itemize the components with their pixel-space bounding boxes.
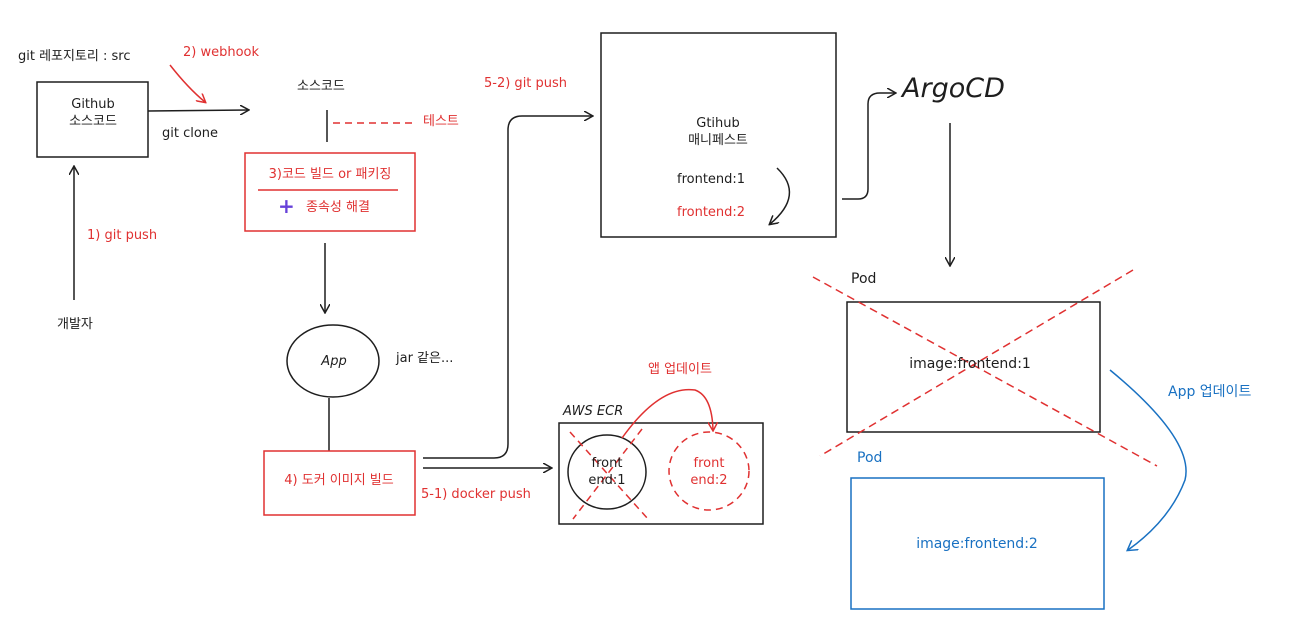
pod-old-cross-b (819, 269, 1134, 457)
ecr-image-old (567, 434, 647, 510)
git-clone-label: git clone (162, 126, 219, 141)
git-clone-arrow (147, 110, 248, 111)
app-update-label: 앱 업데이트 (648, 362, 712, 377)
docker-build-label: 4) 도커 이미지 빌드 (284, 473, 394, 488)
dependency-label: 종속성 해결 (306, 200, 370, 215)
aws-ecr-box (558, 422, 764, 525)
git-push-label: 1) git push (87, 228, 158, 243)
aws-ecr-label: AWS ECR (563, 404, 624, 419)
manifest-to-argocd-arrow (842, 93, 895, 200)
app-ellipse (286, 324, 380, 398)
pod-new-image: image:frontend:2 (916, 536, 1038, 552)
pod-old-label: Pod (851, 271, 877, 287)
app-update-blue-label: App 업데이트 (1168, 384, 1252, 400)
pod-old-cross-a (812, 276, 1158, 467)
manifest-box (600, 32, 837, 238)
ecr-old-cross-a (569, 431, 649, 520)
pod-update-arrow (1109, 369, 1187, 550)
ecr-old-line1: front (591, 456, 623, 471)
git-push-manifest-arrow (423, 116, 592, 459)
build-title: 3)코드 빌드 or 패키징 (268, 167, 392, 182)
manifest-frontend1: frontend:1 (677, 172, 746, 187)
github-box-title: Github (71, 97, 115, 112)
ecr-old-line2: end:1 (588, 473, 626, 488)
argocd-label: ArgoCD (902, 73, 1005, 104)
test-label: 테스트 (423, 114, 459, 129)
webhook-label: 2) webhook (183, 45, 260, 60)
manifest-title: Gtihub (696, 116, 740, 131)
ecr-new-line2: end:2 (690, 473, 728, 488)
pod-old-box (846, 301, 1101, 433)
repo-caption: git 레포지토리 : src (18, 49, 131, 64)
app-update-arc (621, 388, 713, 439)
jar-like-label: jar 같은... (396, 351, 454, 366)
source-code-label: 소스코드 (297, 79, 345, 94)
docker-push-label: 5-1) docker push (421, 487, 531, 502)
git-push-52-label: 5-2) git push (484, 76, 568, 91)
pod-new-box (850, 477, 1105, 610)
docker-build-box (263, 450, 416, 516)
webhook-arrow (169, 64, 205, 102)
manifest-frontend2: frontend:2 (677, 205, 746, 220)
github-box-subtitle: 소스코드 (69, 114, 117, 129)
manifest-version-arrow (770, 167, 791, 224)
developer-label: 개발자 (57, 317, 93, 332)
plus-icon: + (278, 194, 295, 218)
ecr-old-cross-b (572, 428, 643, 520)
app-label: App (321, 354, 347, 369)
pod-old-image: image:frontend:1 (909, 356, 1031, 372)
build-box (244, 152, 416, 232)
pod-new-label: Pod (857, 450, 883, 466)
manifest-subtitle: 매니페스트 (688, 133, 748, 148)
ecr-new-line1: front (693, 456, 725, 471)
github-source-box (36, 81, 149, 158)
